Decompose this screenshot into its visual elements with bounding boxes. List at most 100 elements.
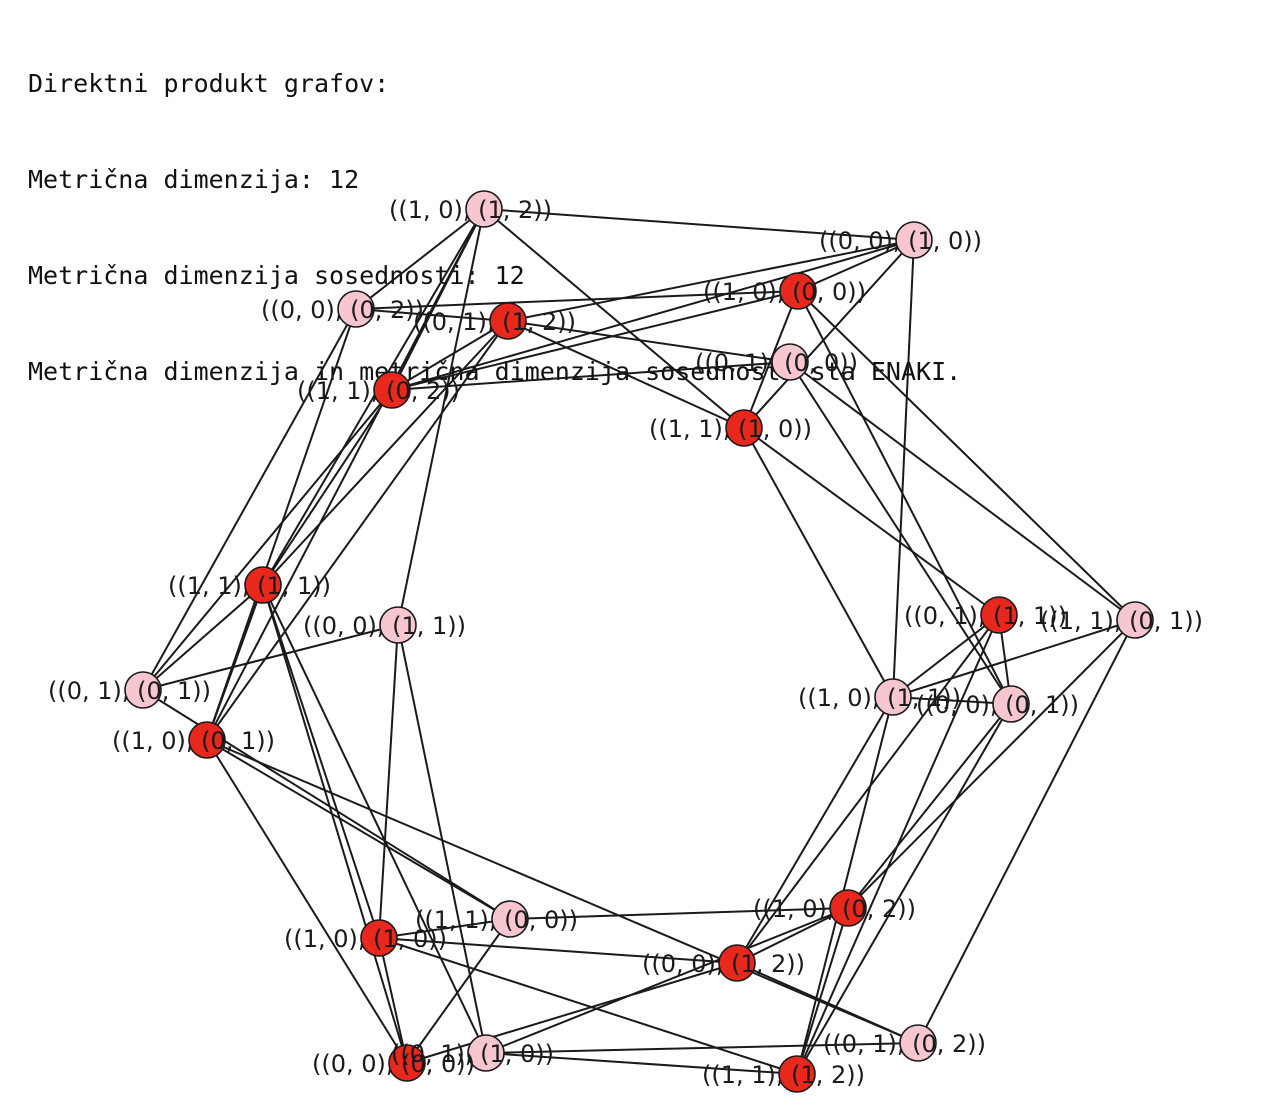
graph-node-label: ((1, 0), (1, 2)): [389, 196, 552, 224]
graph-node: [992, 685, 1030, 723]
graph-edge: [406, 962, 738, 1064]
graph-edge: [378, 624, 399, 939]
graph-edge: [206, 739, 511, 920]
graph-node-label: ((0, 1), (1, 2)): [413, 308, 576, 336]
graph-edge: [797, 290, 1012, 705]
graph-edge: [206, 320, 509, 741]
graph-edge: [142, 389, 393, 691]
graph-node: [1116, 601, 1154, 639]
graph-edge: [142, 584, 264, 691]
graph-node-selected: [360, 919, 398, 957]
graph-node-label: ((0, 1), (0, 0)): [695, 349, 858, 377]
graph-node-label: ((1, 0), (1, 1)): [798, 684, 961, 712]
graph-node: [895, 221, 933, 259]
graph-edge: [206, 739, 408, 1064]
graph-node-selected: [718, 944, 756, 982]
graph-edge: [736, 614, 1000, 964]
graph-edges: [142, 208, 1136, 1075]
graph-edge: [391, 290, 799, 391]
graph-edge: [789, 361, 1136, 621]
graph-edge: [397, 208, 485, 626]
graph-edge: [743, 290, 799, 429]
graph-edge: [406, 918, 511, 1064]
graph-node-label: ((1, 0), (0, 1)): [112, 727, 275, 755]
graph-node-label: ((0, 0), (1, 1)): [303, 612, 466, 640]
output-line-heading: Direktni produkt grafov:: [28, 69, 390, 98]
graph-node-label: ((0, 0), (1, 2)): [642, 950, 805, 978]
graph-edge: [507, 320, 791, 363]
graph-node-selected: [725, 409, 763, 447]
graph-edge: [797, 290, 1136, 621]
graph-edge: [262, 389, 393, 586]
graph-edge: [736, 907, 849, 964]
graph-node-label: ((1, 1), (1, 0)): [649, 415, 812, 443]
graph-node: [124, 671, 162, 709]
graph-edge: [355, 208, 485, 310]
graph-node-selected: [779, 272, 817, 310]
graph-edge: [262, 584, 408, 1064]
graph-node-label: ((1, 0), (0, 0)): [703, 278, 866, 306]
graph-node: [467, 1034, 505, 1072]
graph-node: [337, 290, 375, 328]
graph-node: [491, 900, 529, 938]
graph-edge: [142, 308, 357, 691]
graph-edge: [142, 624, 399, 691]
graph-edge: [391, 320, 509, 391]
graph-node-selected: [388, 1044, 426, 1082]
graph-edge: [206, 739, 919, 1044]
graph-labels: ((1, 0), (1, 2)) ((0, 0), (1, 0)) ((1, 0),…: [48, 196, 1203, 1089]
graph-node-label: ((1, 0), (1, 0)): [284, 925, 447, 953]
graph-edge: [509, 907, 849, 920]
graph-node-selected: [244, 566, 282, 604]
graph-edge: [206, 584, 264, 741]
graph-node-label: ((1, 1), (0, 2)): [297, 377, 460, 405]
graph-edge: [262, 208, 485, 586]
graph-edge: [797, 239, 915, 292]
graph-edge: [483, 208, 745, 429]
graph-node-label: ((0, 1), (1, 1)): [904, 602, 1067, 630]
output-line-metric-dimension: Metrična dimenzija: 12: [28, 165, 360, 194]
graph-nodes: [124, 190, 1154, 1093]
graph-node-label: ((1, 0), (0, 2)): [753, 895, 916, 923]
graph-edge: [743, 239, 915, 429]
graph-node-label: ((0, 1), (1, 0)): [391, 1040, 554, 1068]
graph-edge: [206, 208, 485, 741]
graph-edge: [485, 1052, 798, 1075]
graph-edge: [892, 239, 915, 698]
graph-node-label: ((1, 1), (1, 2)): [702, 1061, 865, 1089]
graph-edge: [892, 619, 1136, 698]
graph-node-label: ((0, 0), (0, 0)): [312, 1050, 475, 1078]
graph-edge: [736, 962, 919, 1044]
graph-edge: [391, 361, 791, 391]
graph-node: [899, 1024, 937, 1062]
graph-node-label: ((0, 1), (0, 1)): [48, 677, 211, 705]
graph-edge: [743, 427, 1000, 616]
graph-edge: [507, 239, 915, 322]
graph-node: [874, 678, 912, 716]
graph-edge: [378, 937, 738, 964]
graph-node-label: ((1, 1), (1, 1)): [168, 572, 331, 600]
graph-edge: [796, 703, 1012, 1075]
graph-node-label: ((0, 0), (1, 0)): [819, 227, 982, 255]
graph-node-selected: [778, 1055, 816, 1093]
graph-node-selected: [489, 302, 527, 340]
graph-edge: [743, 427, 894, 698]
graph-node-label: ((1, 1), (0, 1)): [1040, 607, 1203, 635]
graph-edge: [378, 918, 511, 939]
graph-edge: [847, 703, 1012, 909]
graph-edge: [892, 614, 1000, 698]
graph-node-label: ((1, 1), (0, 0)): [415, 906, 578, 934]
graph-node: [465, 190, 503, 228]
graph-edge: [892, 696, 1012, 705]
graph-edge: [789, 361, 1012, 705]
graph-node-label: ((0, 0), (0, 2)): [261, 296, 424, 324]
graph-edge: [378, 937, 408, 1064]
graph-node-label: ((0, 1), (0, 2)): [823, 1030, 986, 1058]
graph-edge: [483, 208, 915, 241]
graph-node-label: ((0, 0), (0, 1)): [916, 691, 1079, 719]
graph-edge: [262, 320, 509, 586]
graph-node: [771, 343, 809, 381]
graph-edge: [355, 308, 509, 322]
output-line-adjacency-dimension: Metrična dimenzija sosednosti: 12: [28, 261, 525, 290]
